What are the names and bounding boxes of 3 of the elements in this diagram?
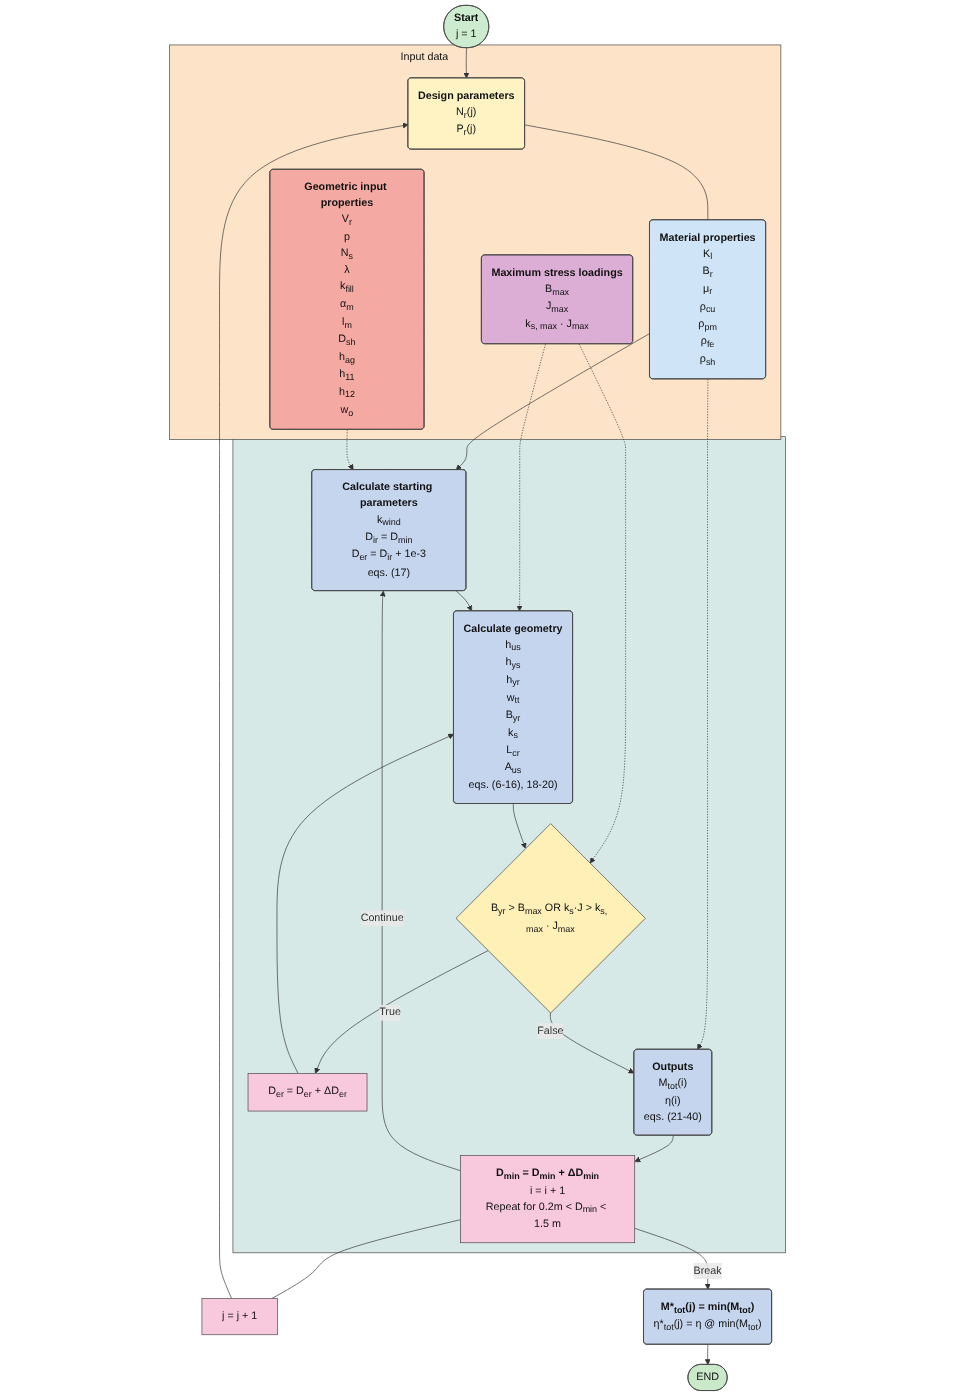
connector <box>272 1219 462 1299</box>
cluster <box>233 436 787 1254</box>
connector <box>525 124 709 221</box>
